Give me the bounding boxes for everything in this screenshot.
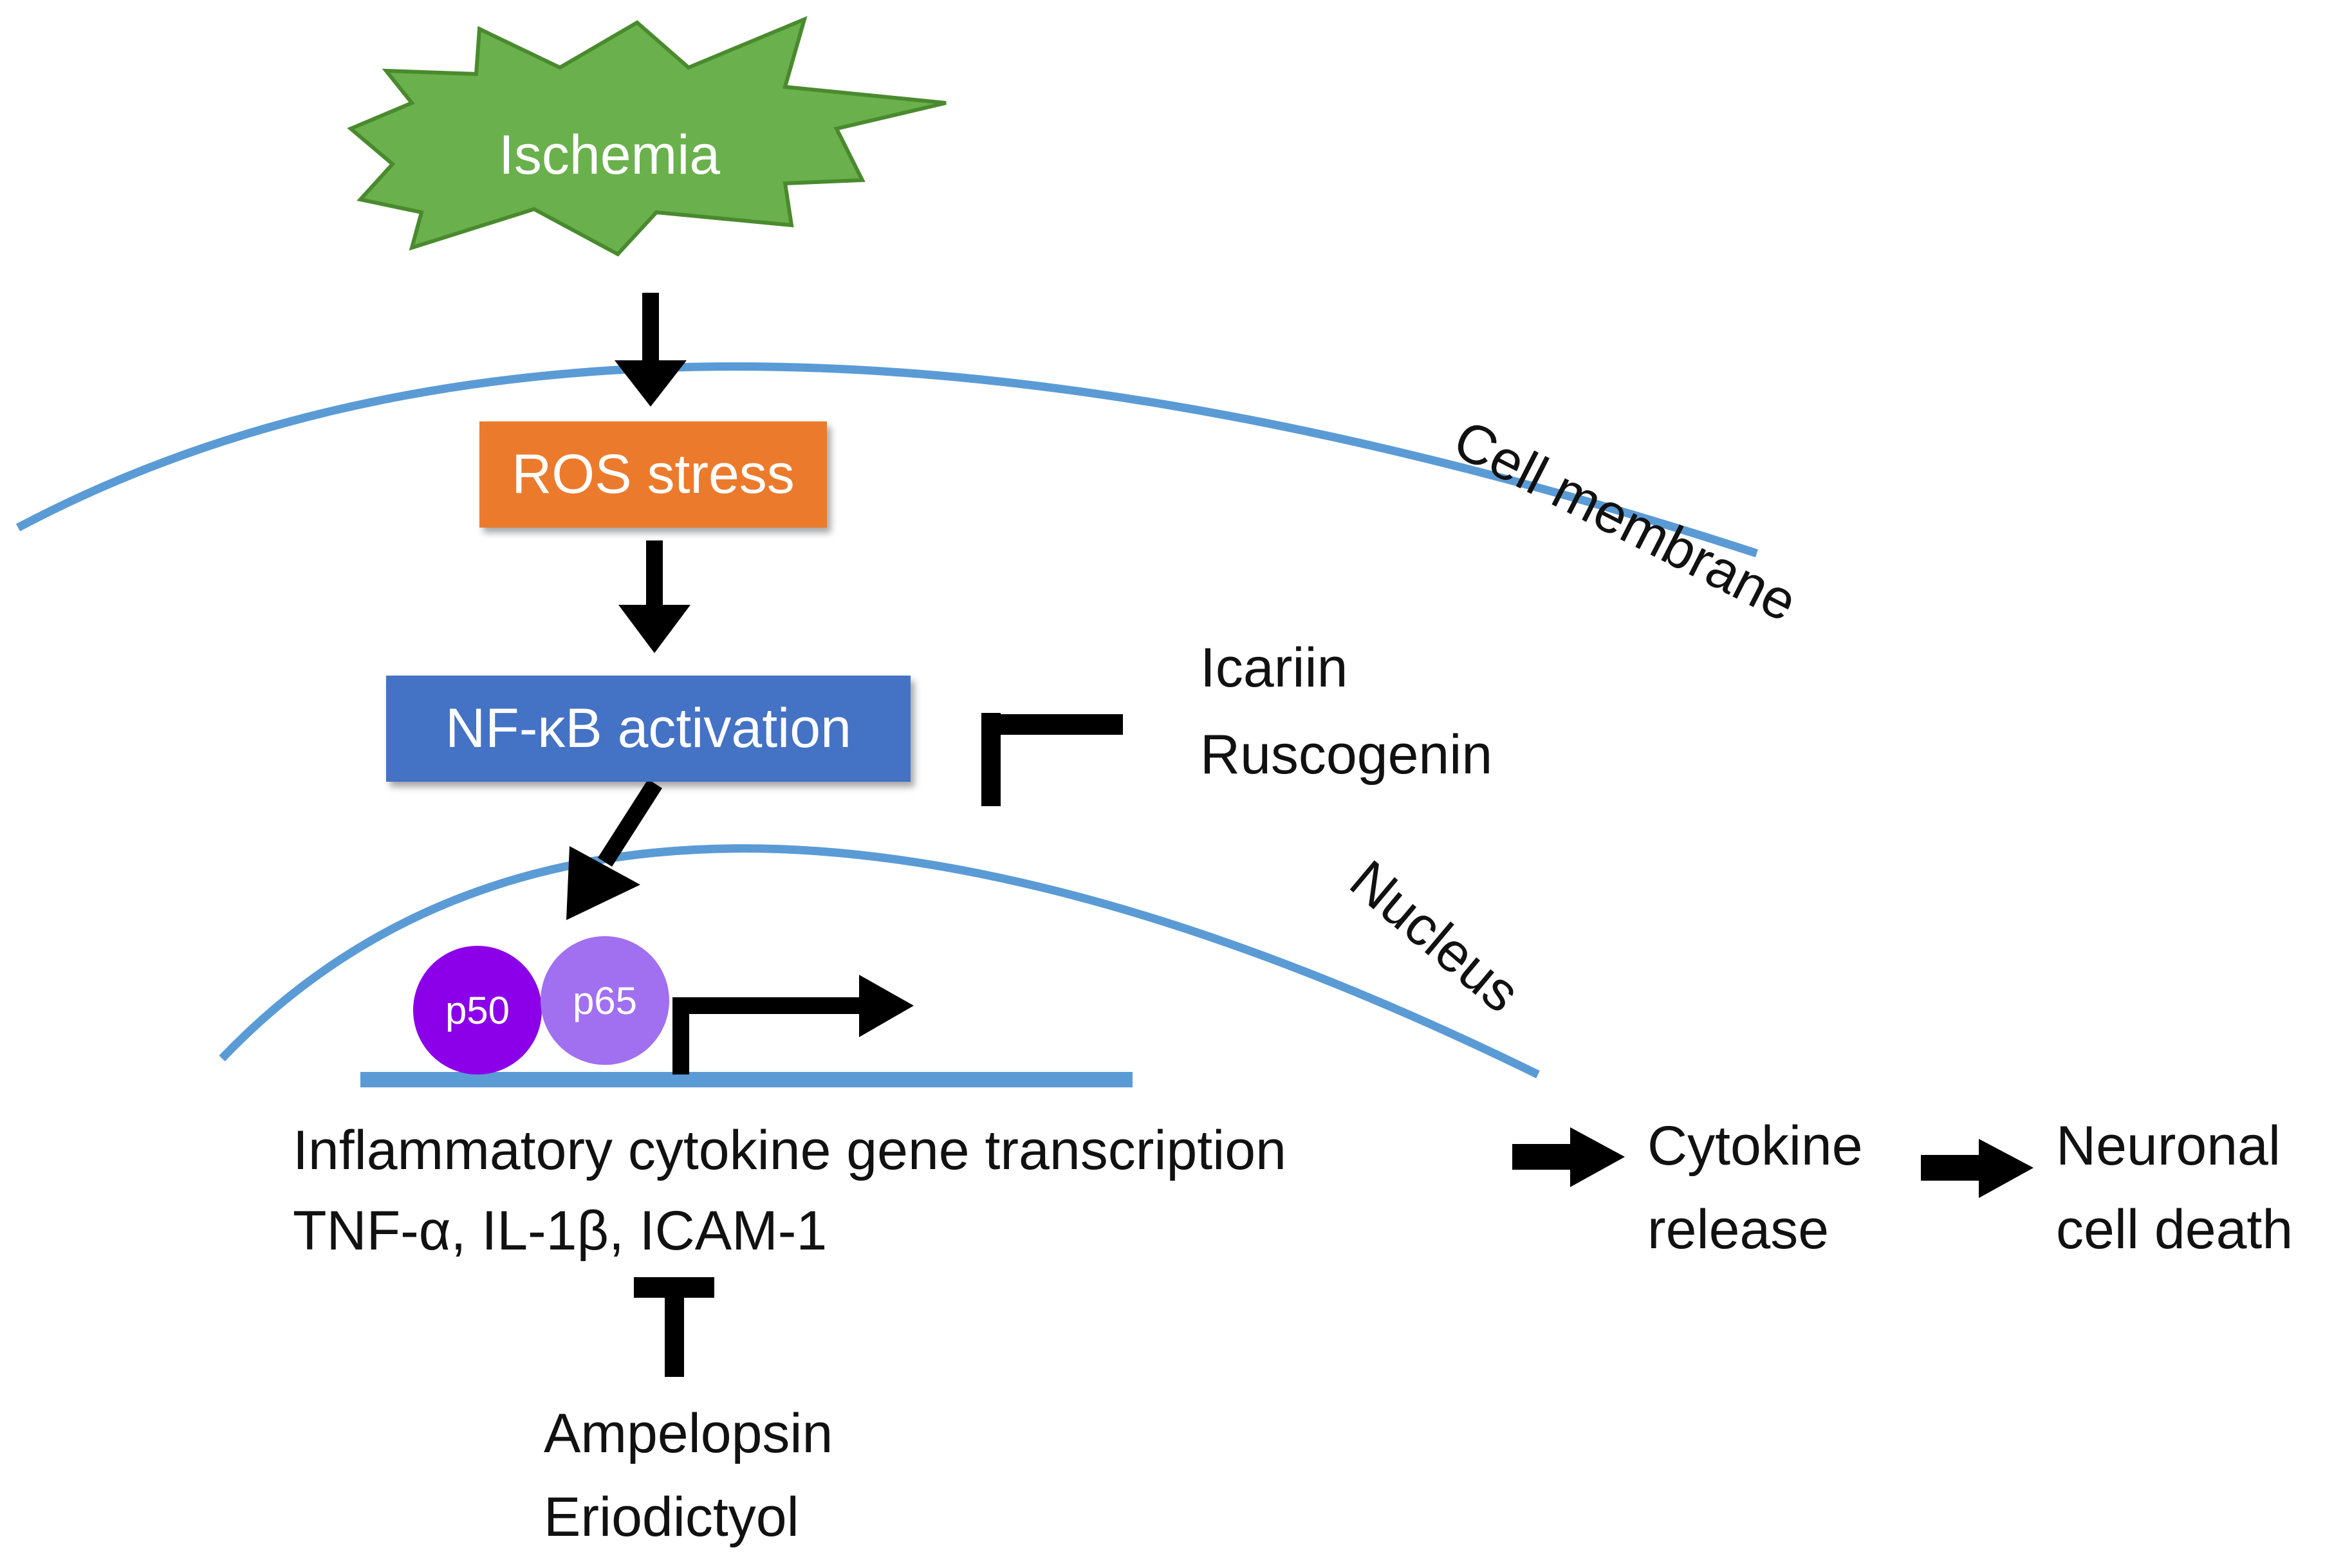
p50-subunit: p50 bbox=[413, 946, 542, 1075]
p65-subunit: p65 bbox=[541, 936, 669, 1065]
ros-stress-box: ROS stress bbox=[479, 421, 827, 528]
arrow-to-neuronal-death bbox=[1921, 1139, 2033, 1198]
nfkb-activation-label: NF-κB activation bbox=[445, 697, 851, 759]
arrow-nfkb-to-nucleus bbox=[566, 779, 662, 920]
arrow-ros-to-nfkb bbox=[618, 540, 690, 653]
cytokine-release-line2: release bbox=[1647, 1199, 1829, 1260]
inhibitor-eriodictyol: Eriodictyol bbox=[544, 1486, 799, 1548]
inhibitor-ampelopsin: Ampelopsin bbox=[544, 1403, 833, 1464]
cell-membrane-arc bbox=[15, 362, 1759, 558]
inhibitor-icariin: Icariin bbox=[1200, 637, 1348, 699]
inhibitor-ruscogenin: Ruscogenin bbox=[1200, 724, 1493, 786]
inhibition-bar-transcription bbox=[634, 1277, 714, 1377]
p65-label: p65 bbox=[572, 979, 638, 1022]
cytokine-genes-label: TNF-α, IL-1β, ICAM-1 bbox=[293, 1200, 828, 1262]
ischemia-label: Ischemia bbox=[499, 124, 721, 186]
transcription-start-arrow bbox=[672, 975, 914, 1075]
nucleus-arc bbox=[219, 844, 1540, 1078]
arrow-ischemia-to-ros bbox=[615, 293, 687, 407]
inhibition-bar-nfkb bbox=[981, 713, 1123, 806]
ischemia-starburst bbox=[347, 15, 947, 257]
p50-label: p50 bbox=[445, 988, 510, 1032]
transcription-label: Inflammatory cytokine gene transcription bbox=[293, 1120, 1286, 1181]
ros-stress-label: ROS stress bbox=[512, 443, 795, 505]
neuronal-death-line2: cell death bbox=[2056, 1199, 2293, 1260]
neuronal-death-line1: Neuronal bbox=[2056, 1115, 2281, 1177]
nfkb-activation-box: NF-κB activation bbox=[386, 676, 911, 782]
cytokine-release-line1: Cytokine bbox=[1647, 1115, 1863, 1177]
arrow-to-cytokine-release bbox=[1512, 1127, 1625, 1187]
